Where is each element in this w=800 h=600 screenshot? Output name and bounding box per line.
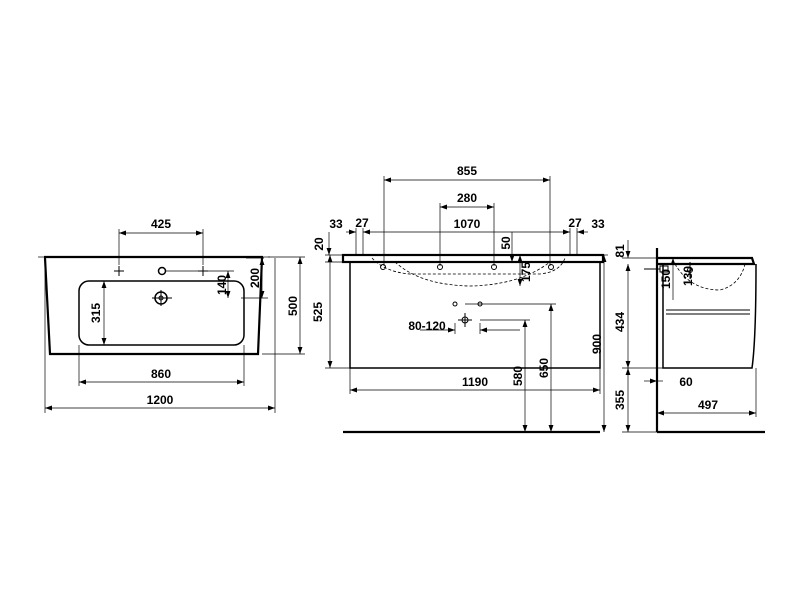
drain-symbol <box>152 290 172 306</box>
dim-overflow: 50 <box>499 236 513 250</box>
dim-front-to-tap: 200 <box>248 268 262 288</box>
tap-hole-center <box>157 266 167 276</box>
dim-cabinet-height: 525 <box>311 302 325 322</box>
dim-side-bowl: 130 <box>681 266 695 286</box>
dim-tap-spacing: 425 <box>151 217 171 231</box>
front-view: 855 280 1070 33 27 27 33 20 50 175 <box>311 164 608 434</box>
bowl-outline <box>78 280 245 346</box>
drain-fittings <box>452 301 483 327</box>
dim-waste-height: 650 <box>537 358 551 378</box>
dim-bowl-depth-front: 175 <box>519 262 533 282</box>
dim-top-left-a: 33 <box>329 217 343 231</box>
basin-hidden-line <box>371 257 566 275</box>
tap-hole-left <box>114 266 124 276</box>
dim-depth: 500 <box>286 296 300 316</box>
dim-side-depth: 497 <box>698 398 718 412</box>
fittings <box>380 264 554 270</box>
side-cabinet <box>662 263 757 369</box>
dim-bowl-depth: 315 <box>89 303 103 323</box>
dim-top-left-b: 27 <box>355 216 369 230</box>
dim-side-floor-gap: 355 <box>613 390 627 410</box>
dim-total-height: 900 <box>590 334 604 354</box>
side-bowl-hidden <box>674 263 746 291</box>
dim-drain-range: 80-120 <box>408 319 446 333</box>
dim-width: 1200 <box>147 393 174 407</box>
dim-tap-to-bowl: 140 <box>215 275 229 295</box>
side-top <box>657 256 756 266</box>
dim-top-thickness: 20 <box>312 237 326 251</box>
dim-inner-spacing: 280 <box>457 191 477 205</box>
dim-bowl-width: 860 <box>151 367 171 381</box>
dim-side-wall-gap: 60 <box>679 375 693 389</box>
cabinet-body <box>349 261 601 369</box>
dim-frame-width: 855 <box>457 164 477 178</box>
dim-side-drawer: 434 <box>613 312 627 332</box>
dim-side-spout: 150 <box>659 269 673 289</box>
dim-inner-width: 1070 <box>454 217 481 231</box>
dim-top-right-a: 33 <box>591 217 605 231</box>
plan-view: 425 315 140 200 500 860 1200 <box>38 217 305 413</box>
faucet-symbol <box>644 262 693 278</box>
dim-top-right-b: 27 <box>568 216 582 230</box>
dim-cabinet-width: 1190 <box>462 375 488 389</box>
dim-drain-height: 580 <box>511 366 525 386</box>
dim-side-top: 81 <box>613 244 627 258</box>
basin-outline <box>43 257 264 356</box>
side-view: 81 150 130 434 60 355 497 <box>613 240 765 434</box>
